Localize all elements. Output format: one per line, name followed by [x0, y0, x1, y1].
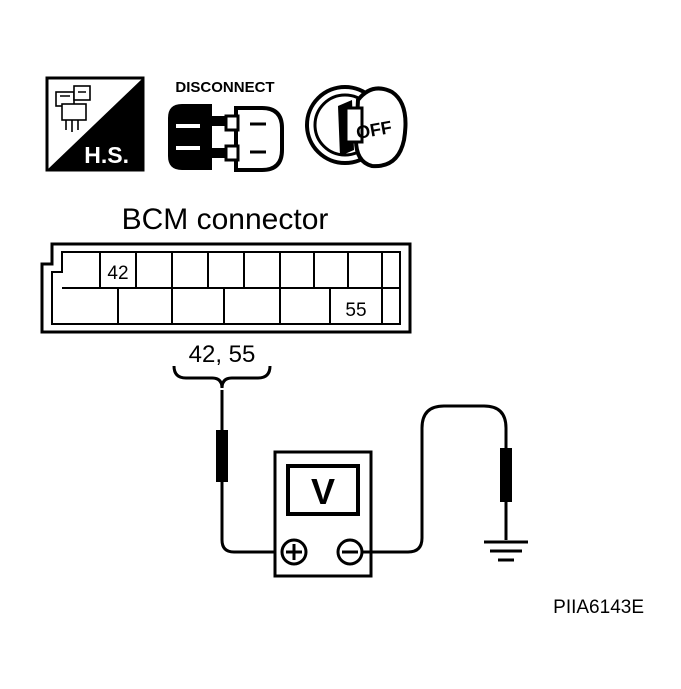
voltmeter: V: [273, 450, 373, 578]
positive-terminal-icon: [280, 538, 308, 566]
negative-probe-lead: [362, 404, 512, 554]
probe-terminal-label: 42, 55: [189, 341, 256, 368]
harness-side-icon: H.S.: [45, 76, 145, 172]
terminal-55-label: 55: [345, 300, 366, 321]
disconnect-icon: DISCONNECT: [168, 79, 284, 172]
hs-label: H.S.: [84, 142, 129, 168]
probe-brace: [172, 365, 272, 389]
disconnect-label: DISCONNECT: [175, 79, 274, 96]
bcm-connector: [40, 242, 412, 334]
connector-title: BCM connector: [122, 203, 329, 236]
voltmeter-display: V: [311, 471, 335, 512]
ground-icon: [484, 540, 528, 562]
negative-terminal-icon: [336, 538, 364, 566]
ignition-off-icon: OFF: [305, 85, 408, 169]
terminal-42-label: 42: [107, 263, 128, 284]
positive-probe-lead: [216, 390, 282, 554]
reference-code: PIIA6143E: [553, 597, 644, 618]
